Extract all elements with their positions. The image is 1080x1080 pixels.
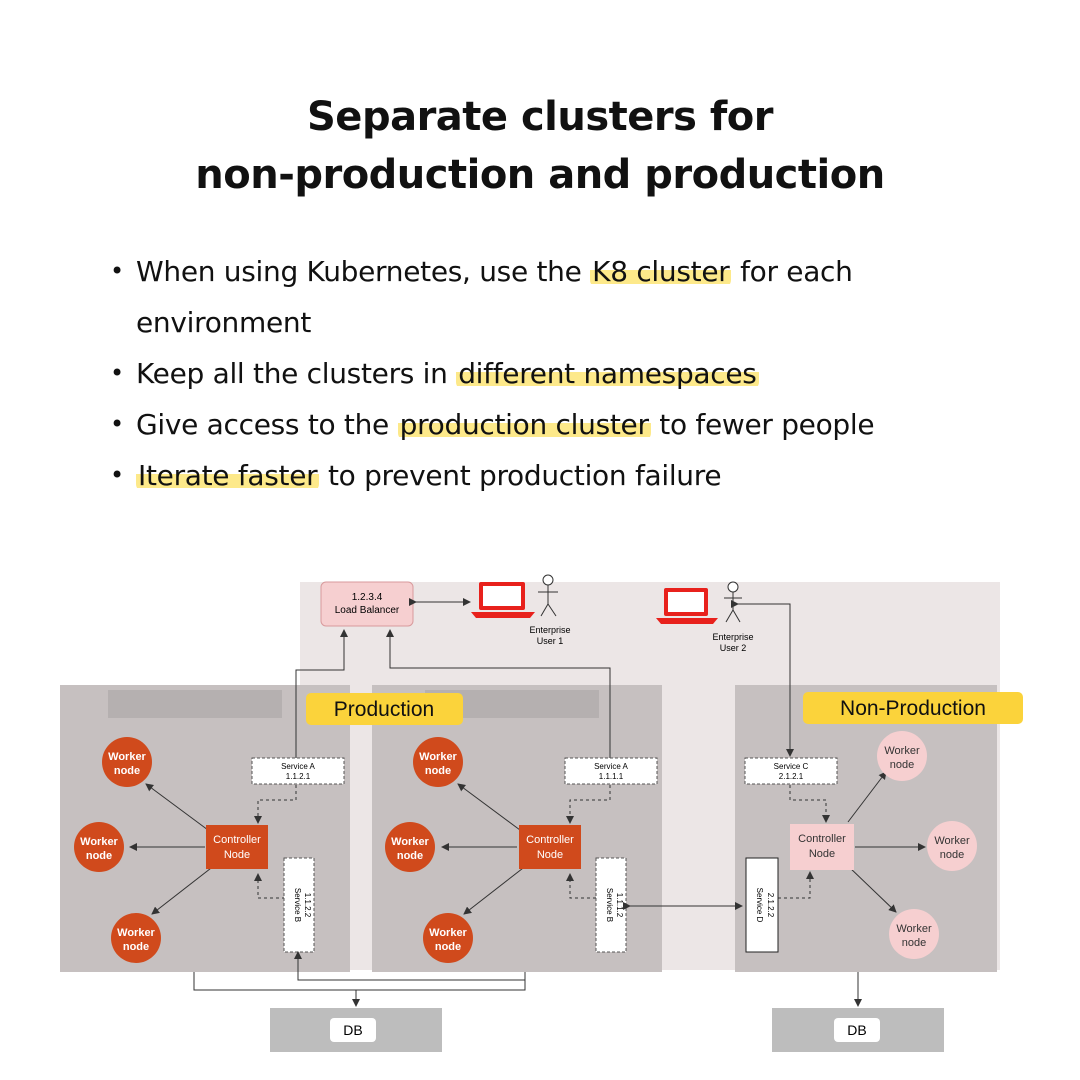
bullet-item: Keep all the clusters in different names… (108, 348, 1028, 399)
service-box-c: Service C 2.1.2.1 (744, 757, 838, 785)
svg-text:node: node (890, 759, 914, 771)
svg-text:Controller: Controller (526, 834, 574, 846)
bullet-item: Iterate faster to prevent production fai… (108, 450, 1028, 501)
bullet-highlight: different namespaces (456, 357, 759, 390)
worker-node: Worker node (74, 822, 124, 872)
bullet-item: When using Kubernetes, use the K8 cluste… (108, 246, 1028, 348)
svg-text:node: node (123, 941, 149, 953)
bullet-text: for each environment (136, 255, 853, 339)
svg-text:1.1.2.1: 1.1.2.1 (286, 772, 311, 781)
worker-node: Worker node (889, 909, 939, 959)
title-line-1: Separate clusters for (307, 94, 773, 140)
svg-text:Worker: Worker (419, 751, 457, 763)
svg-text:Worker: Worker (108, 751, 146, 763)
service-box-d: Service D 2.1.2.2 (745, 857, 779, 953)
user-label: User 1 (537, 636, 564, 646)
svg-text:node: node (435, 941, 461, 953)
bullet-text: Give access to the (136, 408, 398, 441)
user2-to-svcC (731, 600, 794, 757)
svg-text:Service C: Service C (774, 762, 809, 771)
svg-text:Controller: Controller (213, 834, 261, 846)
db-box-nonprod: DB (772, 1008, 944, 1052)
user-person-icon (724, 581, 742, 623)
svg-text:node: node (940, 849, 964, 861)
svg-text:DB: DB (343, 1022, 362, 1038)
svcA1-to-lb (295, 629, 348, 758)
service-box-b1: Service B 1.1.2.2 (283, 857, 315, 953)
worker-node: Worker node (423, 913, 473, 963)
svg-text:Service D: Service D (755, 888, 764, 923)
svg-text:Node: Node (537, 849, 563, 861)
user-label: Enterprise (712, 632, 753, 642)
svg-text:Non-Production: Non-Production (840, 697, 986, 720)
bullet-highlight: Iterate faster (136, 459, 320, 492)
service-box-b2: Service B 1.1.1.2 (595, 857, 627, 953)
production-tag: Production (306, 693, 463, 725)
svg-text:Worker: Worker (391, 836, 429, 848)
svg-text:Controller: Controller (798, 833, 846, 845)
bullet-highlight: production cluster (397, 408, 651, 441)
db-box-prod: DB (270, 1008, 442, 1052)
svg-text:2.1.2.1: 2.1.2.1 (779, 772, 804, 781)
svg-text:Worker: Worker (80, 836, 118, 848)
bullet-text: When using Kubernetes, use the (136, 255, 591, 288)
svg-text:1.1.1.1: 1.1.1.1 (599, 772, 624, 781)
controller-node: Controller Node (790, 824, 854, 870)
svg-text:Node: Node (224, 849, 250, 861)
service-box-a1: Service A 1.1.2.1 (251, 757, 345, 785)
bullet-list: When using Kubernetes, use the K8 cluste… (108, 246, 1028, 501)
worker-node: Worker node (385, 822, 435, 872)
bullet-text: to fewer people (650, 408, 875, 441)
svg-text:Service A: Service A (281, 762, 315, 771)
worker-node: Worker node (877, 731, 927, 781)
svg-text:node: node (114, 765, 140, 777)
svg-text:Production: Production (334, 698, 434, 721)
svg-text:Worker: Worker (884, 745, 920, 757)
svcA2-to-lb (386, 629, 611, 758)
svg-text:Load Balancer: Load Balancer (335, 605, 400, 616)
worker-node: Worker node (102, 737, 152, 787)
laptop-icon (656, 588, 718, 624)
architecture-diagram: 1.2.3.4 Load Balancer Enterprise User 1 … (60, 574, 1023, 1052)
svg-text:Worker: Worker (429, 927, 467, 939)
svg-text:1.1.2.2: 1.1.2.2 (303, 893, 312, 918)
svg-text:2.1.2.2: 2.1.2.2 (766, 893, 775, 918)
bullet-highlight: K8 cluster (590, 255, 732, 288)
non-production-tag: Non-Production (803, 692, 1023, 724)
bullet-item: Give access to the production cluster to… (108, 399, 1028, 450)
svg-text:node: node (425, 765, 451, 777)
service-box-a2: Service A 1.1.1.1 (564, 757, 658, 785)
load-balancer: 1.2.3.4 Load Balancer (320, 581, 414, 627)
controller-node: Controller Node (519, 825, 581, 869)
svg-text:1.2.3.4: 1.2.3.4 (352, 592, 383, 603)
svg-text:node: node (902, 937, 926, 949)
svg-text:DB: DB (847, 1022, 866, 1038)
title-line-2: non-production and production (195, 152, 885, 198)
svg-text:node: node (397, 850, 423, 862)
svg-text:Node: Node (809, 848, 835, 860)
bullet-text: to prevent production failure (319, 459, 722, 492)
laptop-icon (471, 582, 535, 618)
bullet-text: Keep all the clusters in (136, 357, 457, 390)
user-label: Enterprise (529, 625, 570, 635)
worker-node: Worker node (413, 737, 463, 787)
user-person-icon (538, 574, 558, 617)
worker-node: Worker node (111, 913, 161, 963)
svg-text:Service B: Service B (293, 888, 302, 922)
svg-text:Worker: Worker (117, 927, 155, 939)
svg-text:Service B: Service B (605, 888, 614, 922)
svg-text:Service A: Service A (594, 762, 628, 771)
svg-text:node: node (86, 850, 112, 862)
worker-node: Worker node (927, 821, 977, 871)
svg-text:Worker: Worker (934, 835, 970, 847)
svg-text:Worker: Worker (896, 923, 932, 935)
page-title: Separate clusters for non-production and… (0, 88, 1080, 204)
user-label: User 2 (720, 643, 747, 653)
panel-header-bar (108, 690, 282, 718)
controller-node: Controller Node (206, 825, 268, 869)
svg-text:1.1.1.2: 1.1.1.2 (615, 893, 624, 918)
